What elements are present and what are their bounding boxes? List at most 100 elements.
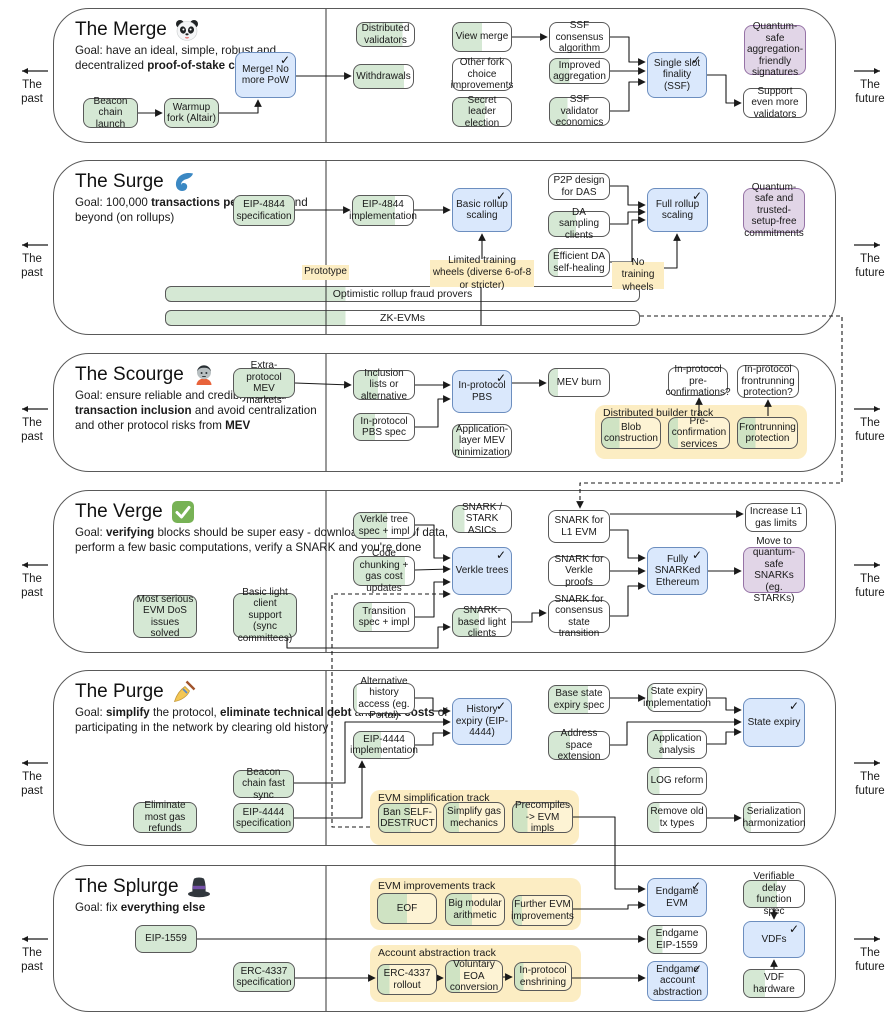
node-increase-l1-gas-limits: Increase L1 gas limits [745, 503, 807, 532]
node-label: SNARK for L1 EVM [554, 515, 604, 538]
node-label: Verkle trees [455, 565, 509, 577]
node-full-rollup-scaling: Full rollup scaling✓ [647, 188, 708, 232]
section-title-merge: The Merge [75, 18, 199, 42]
no-training-wheels-label: No training wheels [612, 257, 664, 293]
node-erc-4337-specification: ERC-4337 specification [233, 962, 295, 992]
section-title-verge: The Verge [75, 500, 195, 524]
check-mark-icon: ✓ [788, 699, 799, 713]
goal-text-segment: everything else [120, 901, 206, 914]
arrow-left-icon [10, 240, 54, 250]
broom-icon [172, 680, 196, 704]
goal-text-segment: Goal: fix [75, 901, 121, 914]
node-label: Beacon chain fast sync [242, 766, 285, 801]
timeline-past-label-surge: The past [10, 240, 54, 281]
node-simplify-gas-mechanics: Simplify gas mechanics [443, 802, 505, 833]
node-pre-confirmation-services: Pre-confirmation services [668, 415, 730, 450]
node-label: Pre-confirmation services [671, 415, 727, 450]
node-beacon-chain-fast-sync: Beacon chain fast sync [233, 767, 294, 801]
node-further-evm-improvements: Further EVM improvements [511, 895, 574, 926]
node-label: MEV burn [556, 376, 602, 388]
timeline-future-label-verge: The future [848, 560, 892, 601]
node-warmup-fork-altair: Warmup fork (Altair) [164, 98, 219, 128]
arrow-right-icon [848, 758, 892, 768]
node-label: Quantum-safe and trusted-setup-free comm… [744, 181, 804, 239]
node-app-layer-mev-minimization: Application-layer MEV minimization [452, 424, 512, 458]
timeline-future-label-surge: The future [848, 240, 892, 281]
check-icon [171, 500, 195, 524]
arrow-left-icon [10, 560, 54, 570]
goal-text-segment: Goal: have an ideal, simple, robust and … [75, 44, 277, 72]
node-label: In-protocol enshrining [519, 965, 567, 988]
section-title-text: The Surge [75, 171, 164, 192]
node-label: Serialization harmonization [742, 806, 806, 829]
node-da-sampling-clients: DA sampling clients [548, 207, 610, 241]
node-label: Frontrunning protection [739, 421, 796, 445]
timeline-future-text: The future [855, 947, 885, 974]
node-label: Transition spec + impl [358, 605, 410, 629]
node-label: SNARK for Verkle proofs [554, 553, 604, 588]
node-label: History expiry (EIP-4444) [455, 704, 509, 739]
node-frontrunning-protection: Frontrunning protection [737, 417, 798, 449]
goal-text-segment: simplify [105, 706, 150, 719]
timeline-future-label-scourge: The future [848, 404, 892, 445]
node-precompiles-to-evm-impls: Precompiles -> EVM impls [512, 800, 573, 834]
zk-evms-bar: ZK-EVMs [165, 310, 640, 326]
timeline-past-label-merge: The past [10, 66, 54, 107]
node-most-serious-evm-dos: Most serious EVM DoS issues solved [133, 594, 197, 639]
node-label: SNARK-based light clients [457, 605, 507, 640]
node-withdrawals: Withdrawals [353, 64, 414, 89]
node-state-expiry-implementation: State expiry implementation [643, 683, 711, 712]
node-label: EOF [396, 902, 418, 914]
timeline-future-label-splurge: The future [848, 934, 892, 975]
zombie-icon [192, 363, 216, 387]
node-label: In-protocol pre-confirmations? [665, 364, 731, 399]
node-label: Alternative history access (eg. Portal) [358, 675, 410, 722]
timeline-past-label-scourge: The past [10, 404, 54, 445]
node-in-protocol-frontrunning: In-protocol frontrunning protection? [737, 364, 799, 399]
node-label: Increase L1 gas limits [749, 506, 803, 529]
node-label: Withdrawals [356, 70, 411, 82]
section-title-text: The Scourge [75, 364, 184, 385]
node-label: Basic light client support (sync committ… [237, 586, 293, 644]
node-label: EIP-4444 implementation [350, 733, 418, 757]
section-title-purge: The Purge [75, 680, 196, 704]
node-extra-protocol-mev-markets: Extra-protocol MEV markets [233, 360, 295, 406]
node-base-state-expiry-spec: Base state expiry spec [548, 685, 610, 714]
goal-text-segment: the protocol, [149, 706, 220, 719]
node-label: Efficient DA self-healing [552, 251, 606, 274]
node-label: Full rollup scaling [655, 198, 700, 222]
node-label: ERC-4337 specification [236, 965, 292, 989]
optimistic-rollup-fraud-provers-bar: Optimistic rollup fraud provers [165, 286, 640, 302]
node-label: State expiry [747, 716, 801, 728]
node-label: Warmup fork (Altair) [167, 101, 216, 125]
check-mark-icon: ✓ [279, 53, 290, 67]
node-remove-old-tx-types: Remove old tx types [647, 802, 707, 833]
check-mark-icon: ✓ [495, 548, 506, 562]
node-label: Endgame EIP-1559 [655, 928, 699, 951]
node-label: EIP-1559 [145, 933, 187, 945]
node-snark-for-l1-evm: SNARK for L1 EVM [548, 510, 610, 543]
evm-improvements-track-label: EVM improvements track [378, 880, 496, 892]
section-goal-purge: Goal: simplify the protocol, eliminate t… [75, 706, 480, 736]
section-title-scourge: The Scourge [75, 363, 216, 387]
node-label: VDFs [761, 933, 787, 945]
node-label: SNARK for consensus state transition [554, 593, 604, 640]
timeline-past-label-splurge: The past [10, 934, 54, 975]
node-verkle-trees: Verkle trees ✓ [452, 547, 512, 595]
node-address-space-extension: Address space extension [548, 728, 610, 762]
node-transition-spec: Transition spec + impl [353, 602, 415, 632]
node-blob-construction: Blob construction [601, 417, 661, 449]
node-label: In-protocol frontrunning protection? [741, 364, 795, 399]
node-label: ERC-4337 rollout [383, 968, 431, 991]
optimistic-rollup-fraud-provers-label: Optimistic rollup fraud provers [332, 288, 473, 300]
node-label: Application analysis [652, 733, 702, 756]
check-mark-icon: ✓ [690, 879, 701, 893]
node-big-modular-arithmetic: Big modular arithmetic [445, 893, 505, 926]
node-eip-1559: EIP-1559 [135, 925, 197, 953]
timeline-past-label-purge: The past [10, 758, 54, 799]
node-label: Verkle tree spec + impl [358, 514, 410, 537]
node-move-to-quantum-safe-snarks: Move to quantum-safe SNARKs (eg. STARKs) [743, 536, 805, 604]
account-abstraction-track-label: Account abstraction track [378, 947, 496, 959]
node-state-expiry: State expiry ✓ [743, 698, 805, 747]
node-label: EIP-4444 specification [235, 806, 292, 830]
